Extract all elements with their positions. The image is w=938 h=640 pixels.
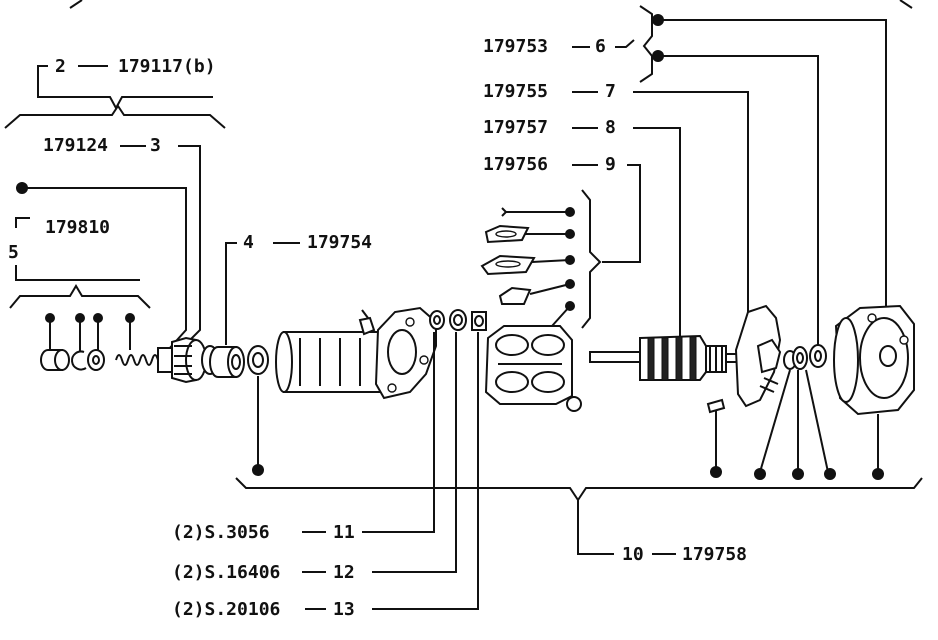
callout-6: 179753 6 bbox=[483, 5, 887, 345]
callout-5: 179810 5 bbox=[8, 217, 151, 309]
callout-8-code: 179757 bbox=[483, 117, 548, 138]
callout-2-number: 2 bbox=[55, 56, 66, 77]
callout-9-code: 179756 bbox=[483, 154, 548, 175]
callout-8: 179757 8 bbox=[483, 117, 681, 336]
callout-9: 179756 9 bbox=[483, 154, 641, 329]
brush-end-plate bbox=[734, 304, 782, 408]
callout-13: (2)S.20106 13 bbox=[172, 332, 479, 620]
callout-5-code: 179810 bbox=[45, 217, 110, 238]
callout-3: 179124 3 bbox=[43, 135, 201, 346]
callout-3-code: 179124 bbox=[43, 135, 108, 156]
callout-6-number: 6 bbox=[595, 36, 606, 57]
callout-10-code: 179758 bbox=[682, 544, 747, 565]
field-frame bbox=[275, 306, 437, 400]
callout-2: 2 179117(b) bbox=[4, 56, 226, 129]
callout-6-code: 179753 bbox=[483, 36, 548, 57]
callout-9-number: 9 bbox=[605, 154, 616, 175]
callout-12: (2)S.16406 12 bbox=[172, 332, 457, 583]
end-washers bbox=[754, 344, 836, 480]
callout-12-number: 12 bbox=[333, 562, 355, 583]
callout-2-code: 179117(b) bbox=[118, 56, 216, 77]
screw bbox=[706, 398, 726, 478]
callout-7: 179755 7 bbox=[483, 81, 749, 312]
drive-pinion bbox=[157, 336, 219, 384]
callout-4-code: 179754 bbox=[307, 232, 372, 253]
callout-10: 10 179758 bbox=[235, 477, 923, 565]
callout-7-number: 7 bbox=[605, 81, 616, 102]
callout-3-number: 3 bbox=[150, 135, 161, 156]
pinion-kit-parts bbox=[40, 313, 159, 371]
callout-10-number: 10 bbox=[622, 544, 644, 565]
callout-7-code: 179755 bbox=[483, 81, 548, 102]
callout-4-number: 4 bbox=[243, 232, 254, 253]
callout-12-code: (2)S.16406 bbox=[172, 562, 280, 583]
thrust-washer bbox=[247, 345, 269, 476]
callout-5-number: 5 bbox=[8, 242, 19, 263]
callout-8-number: 8 bbox=[605, 117, 616, 138]
frame-washers bbox=[429, 309, 487, 331]
callout-11-number: 11 bbox=[333, 522, 355, 543]
brush-holder-parts bbox=[480, 207, 582, 412]
callout-13-code: (2)S.20106 bbox=[172, 599, 280, 620]
armature bbox=[589, 334, 739, 381]
callout-13-number: 13 bbox=[333, 599, 355, 620]
end-cover bbox=[833, 304, 915, 480]
callout-11: (2)S.3056 11 bbox=[172, 332, 435, 543]
callout-4: 4 179754 bbox=[209, 232, 372, 378]
callout-11-code: (2)S.3056 bbox=[172, 522, 270, 543]
